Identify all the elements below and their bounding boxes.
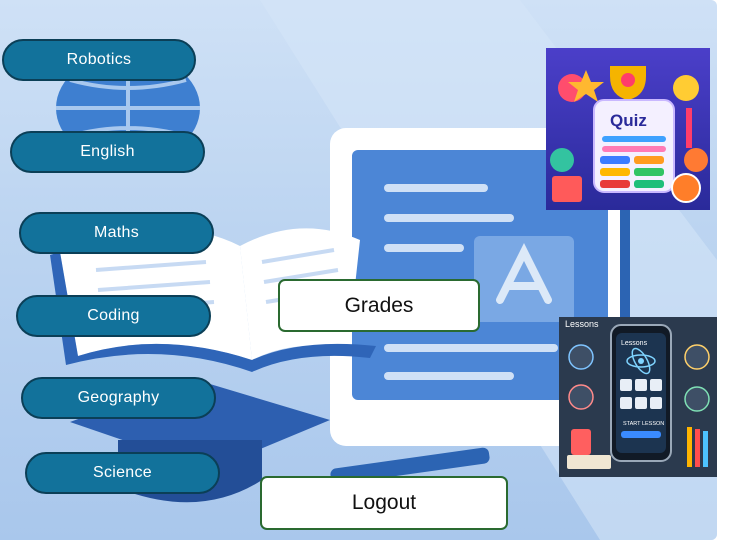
lessons-illustration: Lessons Lessons START LESSON bbox=[559, 317, 717, 477]
subject-button-label: Maths bbox=[93, 224, 140, 241]
pencil-icon bbox=[330, 447, 490, 485]
lessons-start-label: START LESSON bbox=[623, 421, 664, 427]
subject-button-label: Science bbox=[92, 464, 153, 481]
quiz-card-title: Quiz bbox=[610, 111, 647, 130]
lessons-card-title: Lessons bbox=[565, 319, 599, 329]
subject-button-science[interactable]: Science bbox=[25, 452, 220, 494]
logout-button[interactable]: Logout bbox=[260, 476, 508, 530]
subject-button-robotics[interactable]: Robotics bbox=[2, 39, 196, 81]
quiz-illustration: Quiz bbox=[546, 48, 710, 210]
subject-button-coding[interactable]: Coding bbox=[16, 295, 211, 337]
lessons-phone-title: Lessons bbox=[621, 340, 648, 347]
subject-button-maths[interactable]: Maths bbox=[19, 212, 214, 254]
subject-button-geography[interactable]: Geography bbox=[21, 377, 216, 419]
grades-button-label: Grades bbox=[344, 293, 414, 317]
subject-button-label: Coding bbox=[87, 307, 140, 324]
subject-button-label: Robotics bbox=[66, 51, 132, 68]
logout-button-label: Logout bbox=[351, 491, 417, 514]
subject-button-english[interactable]: English bbox=[10, 131, 205, 173]
subject-button-label: Geography bbox=[77, 389, 160, 406]
grades-button[interactable]: Grades bbox=[278, 279, 480, 332]
quiz-thumbnail[interactable]: Quiz bbox=[546, 48, 710, 210]
lessons-thumbnail[interactable]: Lessons Lessons START LESSON bbox=[559, 317, 717, 477]
subject-button-label: English bbox=[80, 143, 135, 160]
